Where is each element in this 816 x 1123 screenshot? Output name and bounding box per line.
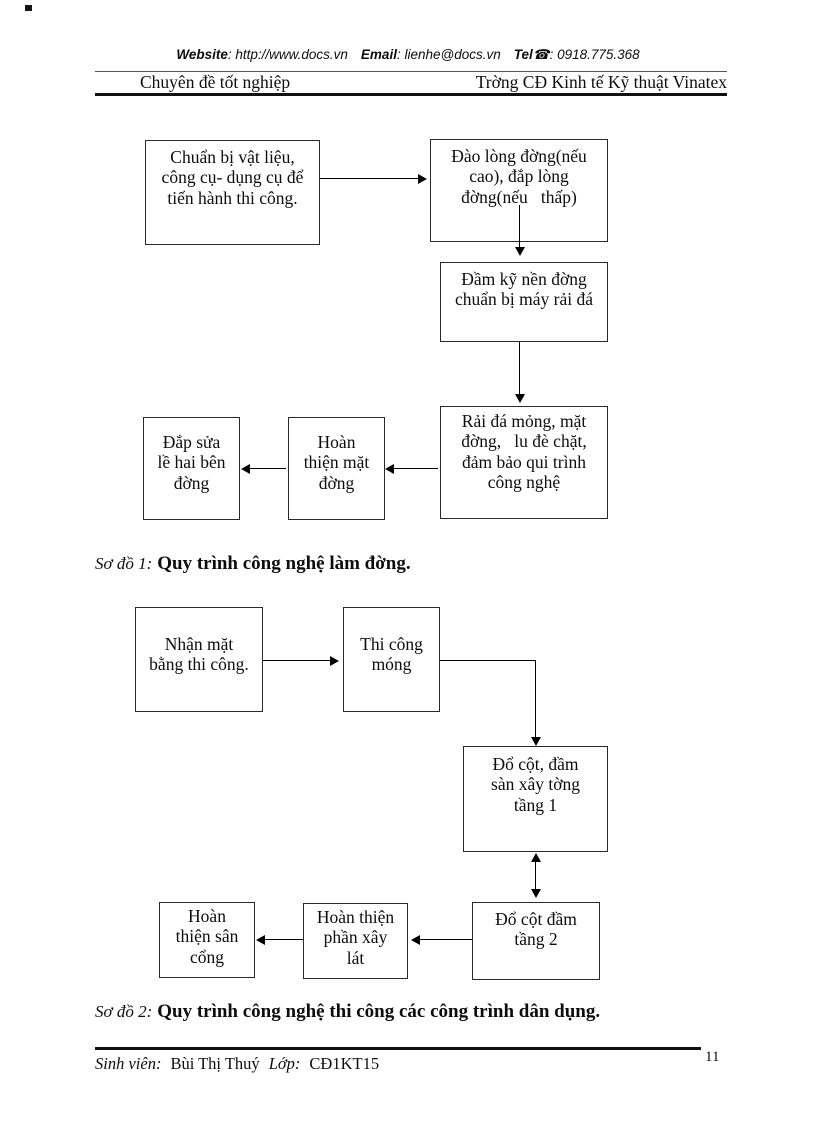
arrowhead-left-icon <box>385 464 394 474</box>
diagram2-caption-label: Sơ đồ 2: <box>95 1002 153 1021</box>
email-label: Email <box>360 47 397 62</box>
diagram2-caption: Sơ đồ 2:Quy trình công nghệ thi công các… <box>95 1001 600 1023</box>
header-left-title: Chuyên đề tốt nghiệp <box>140 72 291 92</box>
connector-finish-to-shoulder <box>250 468 286 470</box>
diagram1-caption-text: Quy trình công nghệ làm đờng. <box>157 553 411 574</box>
arrowhead-right-icon <box>418 174 427 184</box>
connector-foundation-elbow-vertical <box>535 660 537 738</box>
connector-floor2-to-finishing <box>420 939 472 941</box>
class-label: Lớp: <box>268 1054 301 1073</box>
flow-box-prepare: Chuẩn bị vật liệu, công cụ- dụng cụ để t… <box>145 140 320 245</box>
header-contact-line: Website: http://www.docs.vn Email: lienhe… <box>0 47 816 63</box>
arrowhead-down-icon <box>515 394 525 403</box>
flow-box-yard-gate: Hoàn thiện sân cổng <box>159 902 255 978</box>
connector-excavate-to-compact <box>519 205 521 249</box>
connector-prepare-to-excavate <box>320 178 419 180</box>
connector-receive-to-foundation <box>263 660 331 662</box>
connector-spread-to-finish <box>394 468 438 470</box>
arrowhead-left-icon <box>411 935 420 945</box>
header-thick-rule <box>95 93 727 96</box>
flow-box-shoulder: Đắp sửa lề hai bên đờng <box>143 417 240 520</box>
flow-box-finish-surface: Hoàn thiện mặt đờng <box>288 417 385 520</box>
arrowhead-left-icon <box>241 464 250 474</box>
website-label: Website <box>176 47 228 62</box>
student-name: Bùi Thị Thuý <box>170 1054 260 1073</box>
diagram1-caption: Sơ đồ 1:Quy trình công nghệ làm đờng. <box>95 553 411 575</box>
connector-compact-to-spread <box>519 342 521 395</box>
flow-box-spread: Rải đá mỏng, mặt đờng, lu đè chặt, đảm b… <box>440 406 608 519</box>
connector-floor1-floor2-double <box>535 858 537 892</box>
tel-label: Tel <box>513 47 533 62</box>
flow-box-receive-site: Nhận mặt bằng thi công. <box>135 607 263 712</box>
arrowhead-right-icon <box>330 656 339 666</box>
class-value: CĐ1KT15 <box>309 1054 380 1073</box>
header-right-title: Trờng CĐ Kinh tế Kỹ thuật Vinatex <box>475 72 727 92</box>
arrowhead-up-icon <box>531 853 541 862</box>
arrowhead-down-icon <box>531 889 541 898</box>
website-value: : http://www.docs.vn <box>227 47 348 62</box>
email-value: : lienhe@docs.vn <box>396 47 501 62</box>
flow-box-finishing: Hoàn thiện phần xây lát <box>303 903 408 979</box>
student-label: Sinh viên: <box>95 1054 162 1073</box>
connector-foundation-elbow-horizontal <box>440 660 536 662</box>
footer-text: Sinh viên: Bùi Thị Thuý Lớp: CĐ1KT15 <box>95 1054 379 1074</box>
connector-finishing-to-yard <box>265 939 303 941</box>
arrowhead-down-icon <box>531 737 541 746</box>
page-number: 11 <box>705 1049 720 1065</box>
scan-artifact-mark <box>25 5 32 11</box>
tel-value: : 0918.775.368 <box>549 47 640 62</box>
diagram1-caption-label: Sơ đồ 1: <box>95 554 153 573</box>
phone-icon: ☎ <box>532 47 550 62</box>
flow-box-floor2: Đổ cột đầm tầng 2 <box>472 902 600 980</box>
arrowhead-left-icon <box>256 935 265 945</box>
diagram2-caption-text: Quy trình công nghệ thi công các công tr… <box>157 1001 601 1022</box>
footer-rule <box>95 1047 701 1050</box>
header-thin-rule <box>95 71 727 72</box>
flow-box-compact: Đầm kỹ nền đờng chuẩn bị máy rải đá <box>440 262 608 342</box>
arrowhead-down-icon <box>515 247 525 256</box>
flow-box-floor1: Đổ cột, đầm sàn xây tờng tầng 1 <box>463 746 608 852</box>
flow-box-foundation: Thi công móng <box>343 607 440 712</box>
